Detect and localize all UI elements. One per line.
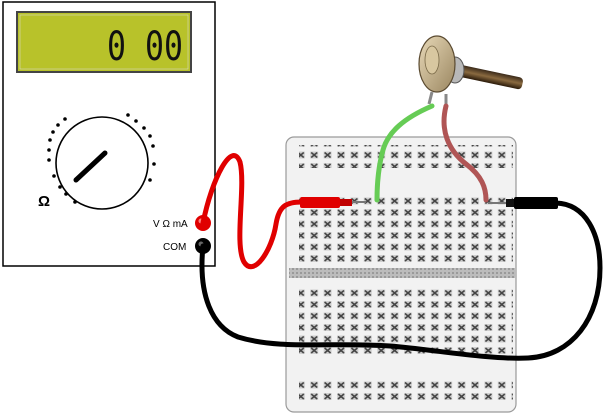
breadboard-upper-rail bbox=[299, 145, 513, 168]
black-probe-icon[interactable] bbox=[488, 197, 558, 209]
wire-brown bbox=[441, 103, 489, 203]
pot-housing-face bbox=[424, 45, 440, 75]
breadboard-lower-rail bbox=[299, 377, 513, 400]
jack-positive-label: V Ω mA bbox=[153, 219, 188, 230]
lead-red-cable bbox=[200, 153, 305, 270]
wire-green bbox=[374, 103, 435, 203]
lcd-display: 0 00 bbox=[16, 11, 192, 73]
jack-common-label: COM bbox=[163, 242, 186, 253]
pot-shaft bbox=[451, 63, 523, 90]
dial-pointer bbox=[73, 150, 108, 183]
display-reading: 0 00 bbox=[107, 24, 183, 70]
pot-pin-left bbox=[427, 91, 434, 105]
multimeter: 0 00 Ω V Ω mA COM bbox=[2, 1, 216, 267]
lead-black-cable bbox=[199, 200, 603, 361]
dial-scale-dots bbox=[47, 113, 156, 204]
red-probe-icon[interactable] bbox=[300, 197, 366, 208]
rotary-dial-icon[interactable]: Ω bbox=[38, 113, 156, 210]
range-symbol: Ω bbox=[38, 193, 50, 210]
potentiometer-icon[interactable] bbox=[418, 35, 524, 106]
breadboard-center-channel bbox=[289, 268, 515, 278]
